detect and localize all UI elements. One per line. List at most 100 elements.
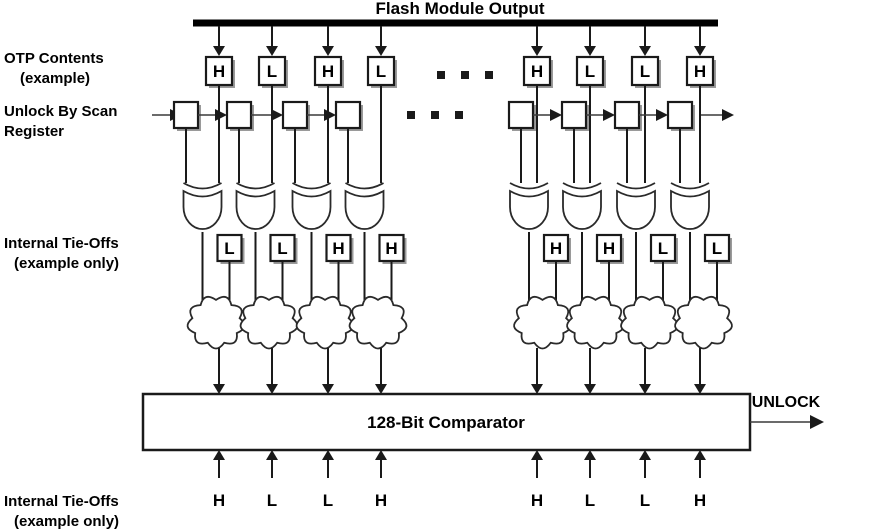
bit-column-0: H L H [172, 26, 246, 510]
xor-gate-body [344, 189, 385, 230]
tieoff-bottom-arrow-7 [694, 450, 706, 478]
box-outline [613, 100, 641, 130]
otp-cell-3: L [366, 55, 397, 88]
arrow-head-down [375, 384, 387, 394]
link-arrow-head [603, 109, 615, 121]
xor-gate-1 [235, 182, 276, 230]
tieoff-bottom-arrow-4 [531, 450, 543, 478]
tieoff-mid-value-2: H [332, 239, 344, 258]
tieoff-mid-cell-0: L [216, 233, 245, 264]
tieoff-bottom-value-5: L [585, 491, 595, 510]
arrow-head-down [694, 384, 706, 394]
cloud-outline [513, 295, 572, 350]
arrow-head-down [531, 46, 543, 56]
tieoff-mid-cell-6: L [649, 233, 678, 264]
cloud-outline [674, 295, 733, 350]
arrow-head-down [213, 46, 225, 56]
logic-cloud-3 [348, 295, 408, 350]
arrow-head-down [639, 384, 651, 394]
box-outline [560, 100, 588, 130]
tieoff-bottom-value-6: L [640, 491, 650, 510]
logic-cloud-2 [295, 295, 355, 350]
tieoff-bottom-value-3: H [375, 491, 387, 510]
xor-gate-4 [509, 182, 549, 230]
cloud-to-comparator-arrow-2 [322, 348, 334, 394]
otp-cell-1: L [257, 55, 288, 88]
box-outline [685, 55, 715, 87]
row-label-scan-register: Unlock By Scan Register [4, 103, 117, 140]
scan-register-cell-3 [334, 100, 363, 131]
otp-cell-7: H [685, 55, 716, 88]
xor-gate-body [616, 189, 656, 230]
tieoff-mid-value-1: L [277, 239, 287, 258]
box-outline [575, 55, 605, 87]
box-outline [334, 100, 362, 130]
tieoff-mid-cell-3: H [378, 233, 407, 264]
logic-cloud-7 [674, 295, 733, 350]
link-arrow-head [550, 109, 562, 121]
xor-gate-arc [236, 182, 275, 190]
otp-cell-value-3: L [376, 62, 386, 81]
tieoff-bottom-arrow-1 [266, 450, 278, 478]
otp-cell-2: H [313, 55, 344, 88]
tieoff-bottom-label-line1: Internal Tie-Offs [4, 493, 119, 510]
xor-gate-arc [345, 182, 384, 190]
xor-gate-6 [616, 182, 656, 230]
xor-gate-body [182, 189, 223, 230]
cloud-to-comparator-arrow-0 [213, 348, 225, 394]
tieoff-mid-value-5: H [603, 239, 615, 258]
box-outline [281, 100, 309, 130]
tieoff-mid-value-0: L [224, 239, 234, 258]
ellipsis-otp-row [437, 71, 493, 79]
tieoff-bottom-arrow-3 [375, 450, 387, 478]
arrow-head-down [213, 384, 225, 394]
bus-to-otp-arrow-4 [531, 26, 543, 56]
xor-gate-body [235, 189, 276, 230]
cloud-to-comparator-arrow-3 [375, 348, 387, 394]
row-label-tieoffs-mid: Internal Tie-Offs (example only) [4, 235, 119, 272]
tieoff-bottom-value-0: H [213, 491, 225, 510]
otp-cell-0: H [204, 55, 235, 88]
bit-column-5: LHL [560, 26, 625, 510]
arrow-head-up [584, 450, 596, 460]
scan-chain-link-0 [198, 109, 227, 121]
tieoff-mid-label-line2: (example only) [14, 255, 119, 272]
comparator-block: 128-Bit Comparator [141, 392, 752, 452]
logic-cloud-0 [186, 295, 246, 350]
cloud-to-comparator-arrow-4 [531, 348, 543, 394]
tieoff-mid-value-6: L [658, 239, 668, 258]
bit-column-6: L L L [613, 26, 679, 510]
xor-gate-arc [292, 182, 331, 190]
arrow-head-down [694, 46, 706, 56]
arrow-head-down [531, 384, 543, 394]
bus-to-otp-arrow-6 [639, 26, 651, 56]
bus-to-otp-arrow-7 [694, 26, 706, 56]
scan-register-cell-6 [613, 100, 642, 131]
cloud-to-comparator-arrow-1 [266, 348, 278, 394]
box-outline [378, 233, 405, 263]
tieoff-mid-value-7: L [712, 239, 722, 258]
otp-cell-value-2: H [322, 62, 334, 81]
tieoff-mid-cell-7: L [703, 233, 732, 264]
box-outline [313, 55, 343, 87]
scan-chain-output-arrow [700, 109, 734, 121]
scan-register-cell-0 [172, 100, 201, 131]
tieoff-mid-cell-1: L [269, 233, 298, 264]
otp-cell-6: L [630, 55, 661, 88]
page-title: Flash Module Output [375, 0, 544, 18]
tieoff-bottom-value-7: H [694, 491, 706, 510]
scan-register-cell-1 [225, 100, 254, 131]
arrow-head-down [375, 46, 387, 56]
arrow-head-up [266, 450, 278, 460]
tieoff-bottom-arrow-6 [639, 450, 651, 478]
xor-gate-3 [344, 182, 385, 230]
xor-gate-5 [562, 182, 602, 230]
tieoff-bottom-arrow-0 [213, 450, 225, 478]
bus-to-otp-arrow-3 [375, 26, 387, 56]
cloud-to-comparator-arrow-7 [694, 348, 706, 394]
arrow-head-down [266, 384, 278, 394]
xor-gate-2 [291, 182, 332, 230]
bit-column-2: HHL [281, 26, 355, 510]
